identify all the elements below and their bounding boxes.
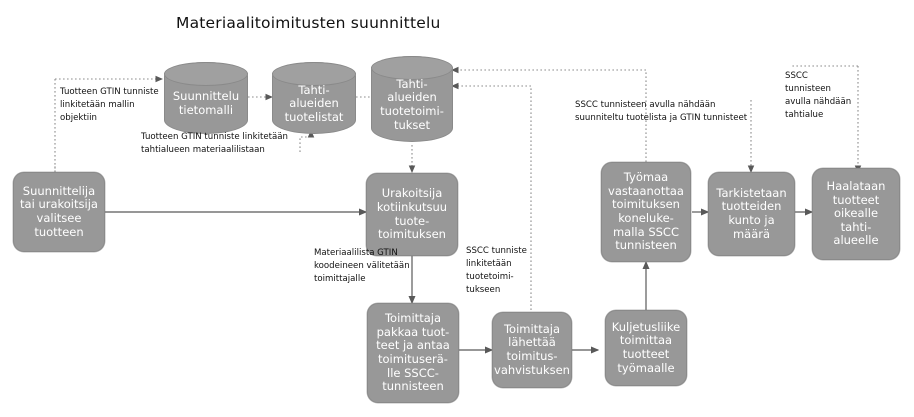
annotation-note-gtin-materiaalilista: Tuotteen GTIN tunniste linkitetään tahti…	[141, 132, 288, 155]
page-title: Materiaalitoimitusten suunnittelu	[176, 14, 441, 32]
edge-tyomaa-tuotetoimitukset	[450, 66, 647, 170]
annotation-note-sscc-tuotelista: SSCC tunnisteen avulla nähdään suunnitel…	[575, 100, 748, 123]
edge-note-materiaalilista	[299, 129, 315, 152]
annotation-note-materiaalilista-gtin: Materiaalilista GTIN koodeineen välitetä…	[314, 248, 410, 284]
annotation-note-sscc-tahtialue: SSCC tunnisteen avulla nähdään tahtialue	[785, 71, 852, 120]
edge-lahettaa-tuotetoimitukset	[450, 82, 532, 310]
annotation-note-gtin-malli: Tuotteen GTIN tunniste linkitetään malli…	[60, 87, 159, 123]
annotation-note-sscc-tuotetoimitus: SSCC tunniste linkitetään tuotetoimi- tu…	[466, 246, 527, 295]
